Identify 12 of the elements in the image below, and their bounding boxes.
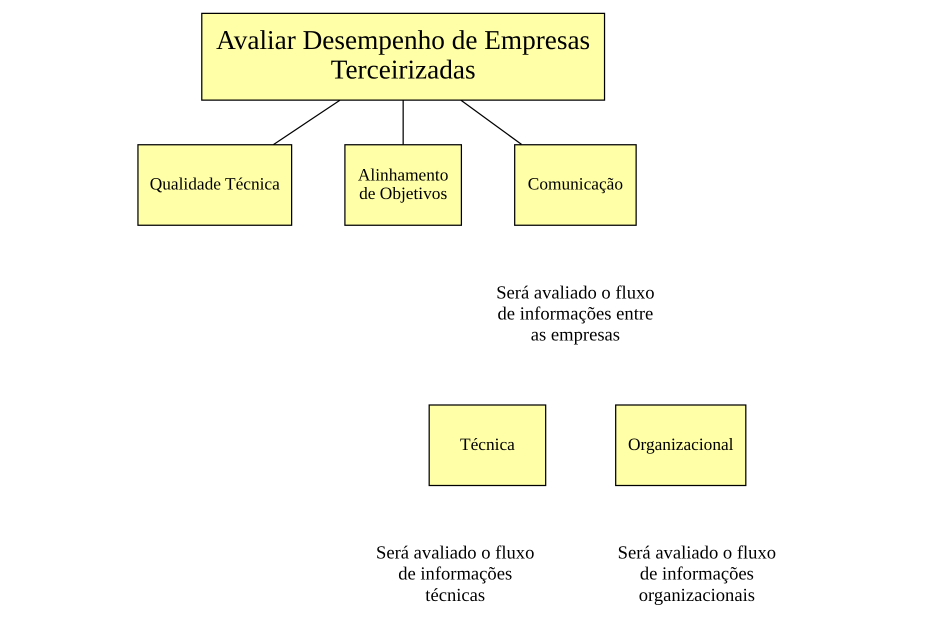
node-box: Qualidade Técnica: [137, 144, 292, 226]
connector: [460, 100, 522, 145]
node-box: Técnica: [428, 404, 546, 486]
node-box: Comunicação: [514, 144, 637, 226]
connector: [402, 100, 404, 144]
node-label: Será avaliado o fluxo de informações organizacionais: [618, 542, 776, 606]
node-box: Avaliar Desempenho de Empresas Terceirizadas: [201, 12, 606, 101]
connector: [273, 100, 340, 146]
node-box: Organizacional: [615, 404, 746, 486]
node-box: Alinhamento de Objetivos: [344, 144, 462, 226]
node-label: Será avaliado o fluxo de informações entre as empresas: [496, 282, 655, 346]
node-label: Será avaliado o fluxo de informações técnicas: [376, 542, 534, 606]
